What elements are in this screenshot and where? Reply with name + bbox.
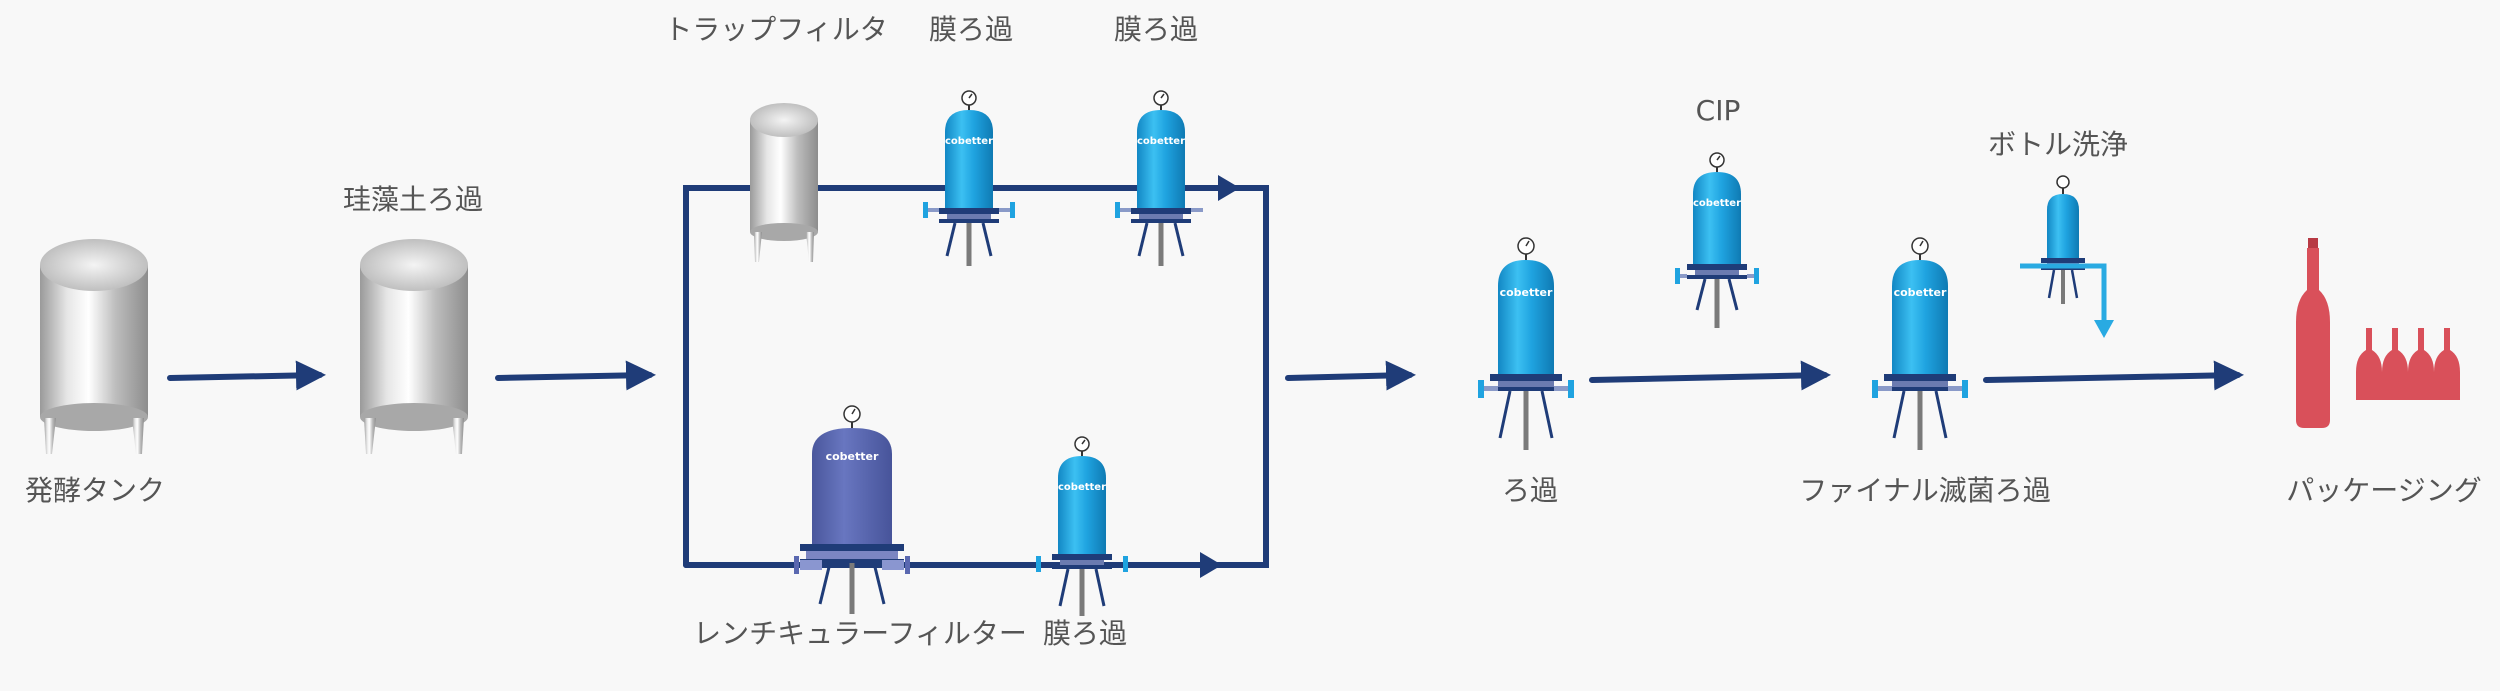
label-membrane-top-1: 膜ろ過 (928, 13, 1014, 46)
brand-text: cobetter (826, 450, 879, 463)
bottom-branch-arrowhead (1200, 552, 1222, 578)
label-final-sterile-filtration: ファイナル滅菌ろ過 (1799, 474, 2051, 507)
packaging-bottles (2296, 238, 2460, 428)
large-bottle-icon (2296, 238, 2330, 428)
label-diatomaceous-filtration: 珪藻土ろ過 (342, 183, 484, 216)
filtration-housing: cobetter (1478, 237, 1574, 450)
label-trap-filter: トラップフィルタ (664, 13, 888, 46)
arrow-filtration-to-final (1589, 360, 1831, 391)
top-branch-arrowhead (1218, 175, 1240, 201)
membrane-housing-top-2: cobetter (1115, 90, 1203, 266)
label-bottle-washing: ボトル洗浄 (1987, 128, 2129, 161)
membrane-housing-bottom: cobetter (1036, 436, 1128, 616)
bottle-wash-stream (2020, 263, 2114, 338)
diatomaceous-earth-tank (360, 239, 468, 454)
small-bottle-icon (2434, 328, 2460, 400)
label-fermentation-tank: 発酵タンク (24, 474, 166, 507)
membrane-housing-top-1: cobetter (923, 90, 1015, 266)
fermentation-tank (40, 239, 148, 454)
brand-text: cobetter (1693, 198, 1741, 209)
label-lenticular-filter: レンチキュラーフィルター (693, 617, 1027, 650)
brand-text: cobetter (1058, 482, 1106, 493)
arrow-diatomite-to-branch (495, 360, 656, 391)
label-membrane-bottom: 膜ろ過 (1042, 617, 1128, 650)
trap-filter-tank (750, 103, 818, 262)
arrow-final-to-packaging (1983, 360, 2244, 391)
label-cip: CIP (1695, 94, 1741, 127)
final-sterile-housing: cobetter (1872, 237, 1968, 450)
brand-text: cobetter (1894, 286, 1947, 299)
brand-text: cobetter (945, 136, 993, 147)
cip-housing: cobetter (1675, 152, 1759, 328)
arrow-branch-to-filtration (1285, 360, 1416, 391)
small-bottle-icon (2408, 328, 2434, 400)
lenticular-housing: cobetter (794, 405, 910, 614)
brand-text: cobetter (1137, 136, 1185, 147)
flow-pipes (167, 175, 2244, 578)
bottle-wash-housing (2041, 175, 2085, 304)
small-bottle-icon (2356, 328, 2382, 400)
small-bottle-icon (2382, 328, 2408, 400)
arrow-tank-to-diatomite (167, 360, 326, 391)
label-filtration: ろ過 (1501, 474, 1559, 507)
label-membrane-top-2: 膜ろ過 (1113, 13, 1199, 46)
label-packaging: パッケージング (2286, 474, 2482, 507)
brand-text: cobetter (1500, 286, 1553, 299)
